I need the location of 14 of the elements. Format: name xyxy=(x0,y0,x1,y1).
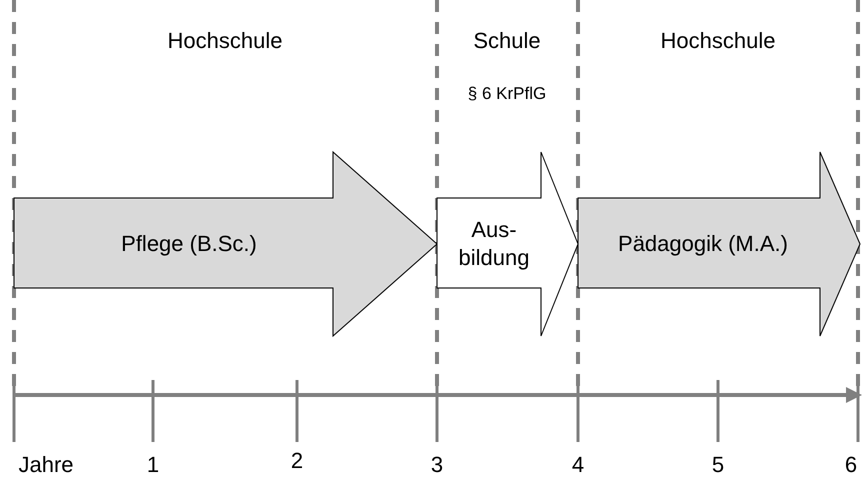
law-reference: § 6 KrPflG xyxy=(468,84,546,104)
tick-label: 2 xyxy=(290,448,304,474)
tick-label: 5 xyxy=(712,452,724,478)
arrow-label: Aus- bildung xyxy=(458,216,530,272)
tick-label: 4 xyxy=(572,452,584,478)
tick-label: 3 xyxy=(430,452,444,478)
tick-label: 1 xyxy=(146,452,160,478)
section-heading: Hochschule xyxy=(168,28,282,54)
arrow-label: Pflege (B.Sc.) xyxy=(120,230,258,258)
axis-title: Jahre xyxy=(18,452,74,478)
section-heading: Hochschule xyxy=(660,28,776,54)
tick-label: 6 xyxy=(844,452,858,478)
arrow-label: Pädagogik (M.A.) xyxy=(617,230,789,258)
section-heading: Schule xyxy=(473,28,541,54)
